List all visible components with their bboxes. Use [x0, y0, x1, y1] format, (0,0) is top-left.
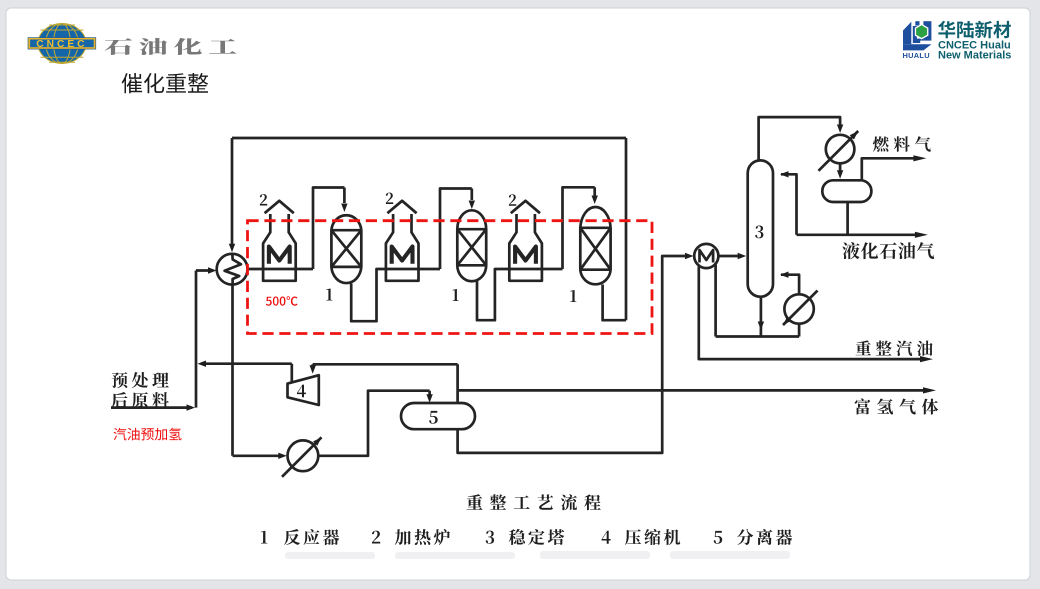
- svg-text:CNCEC: CNCEC: [36, 39, 87, 50]
- svg-text:HUALU: HUALU: [903, 51, 930, 60]
- svg-text:CNCEC Hualu: CNCEC Hualu: [938, 40, 1011, 52]
- svg-text:New Materials: New Materials: [938, 49, 1011, 61]
